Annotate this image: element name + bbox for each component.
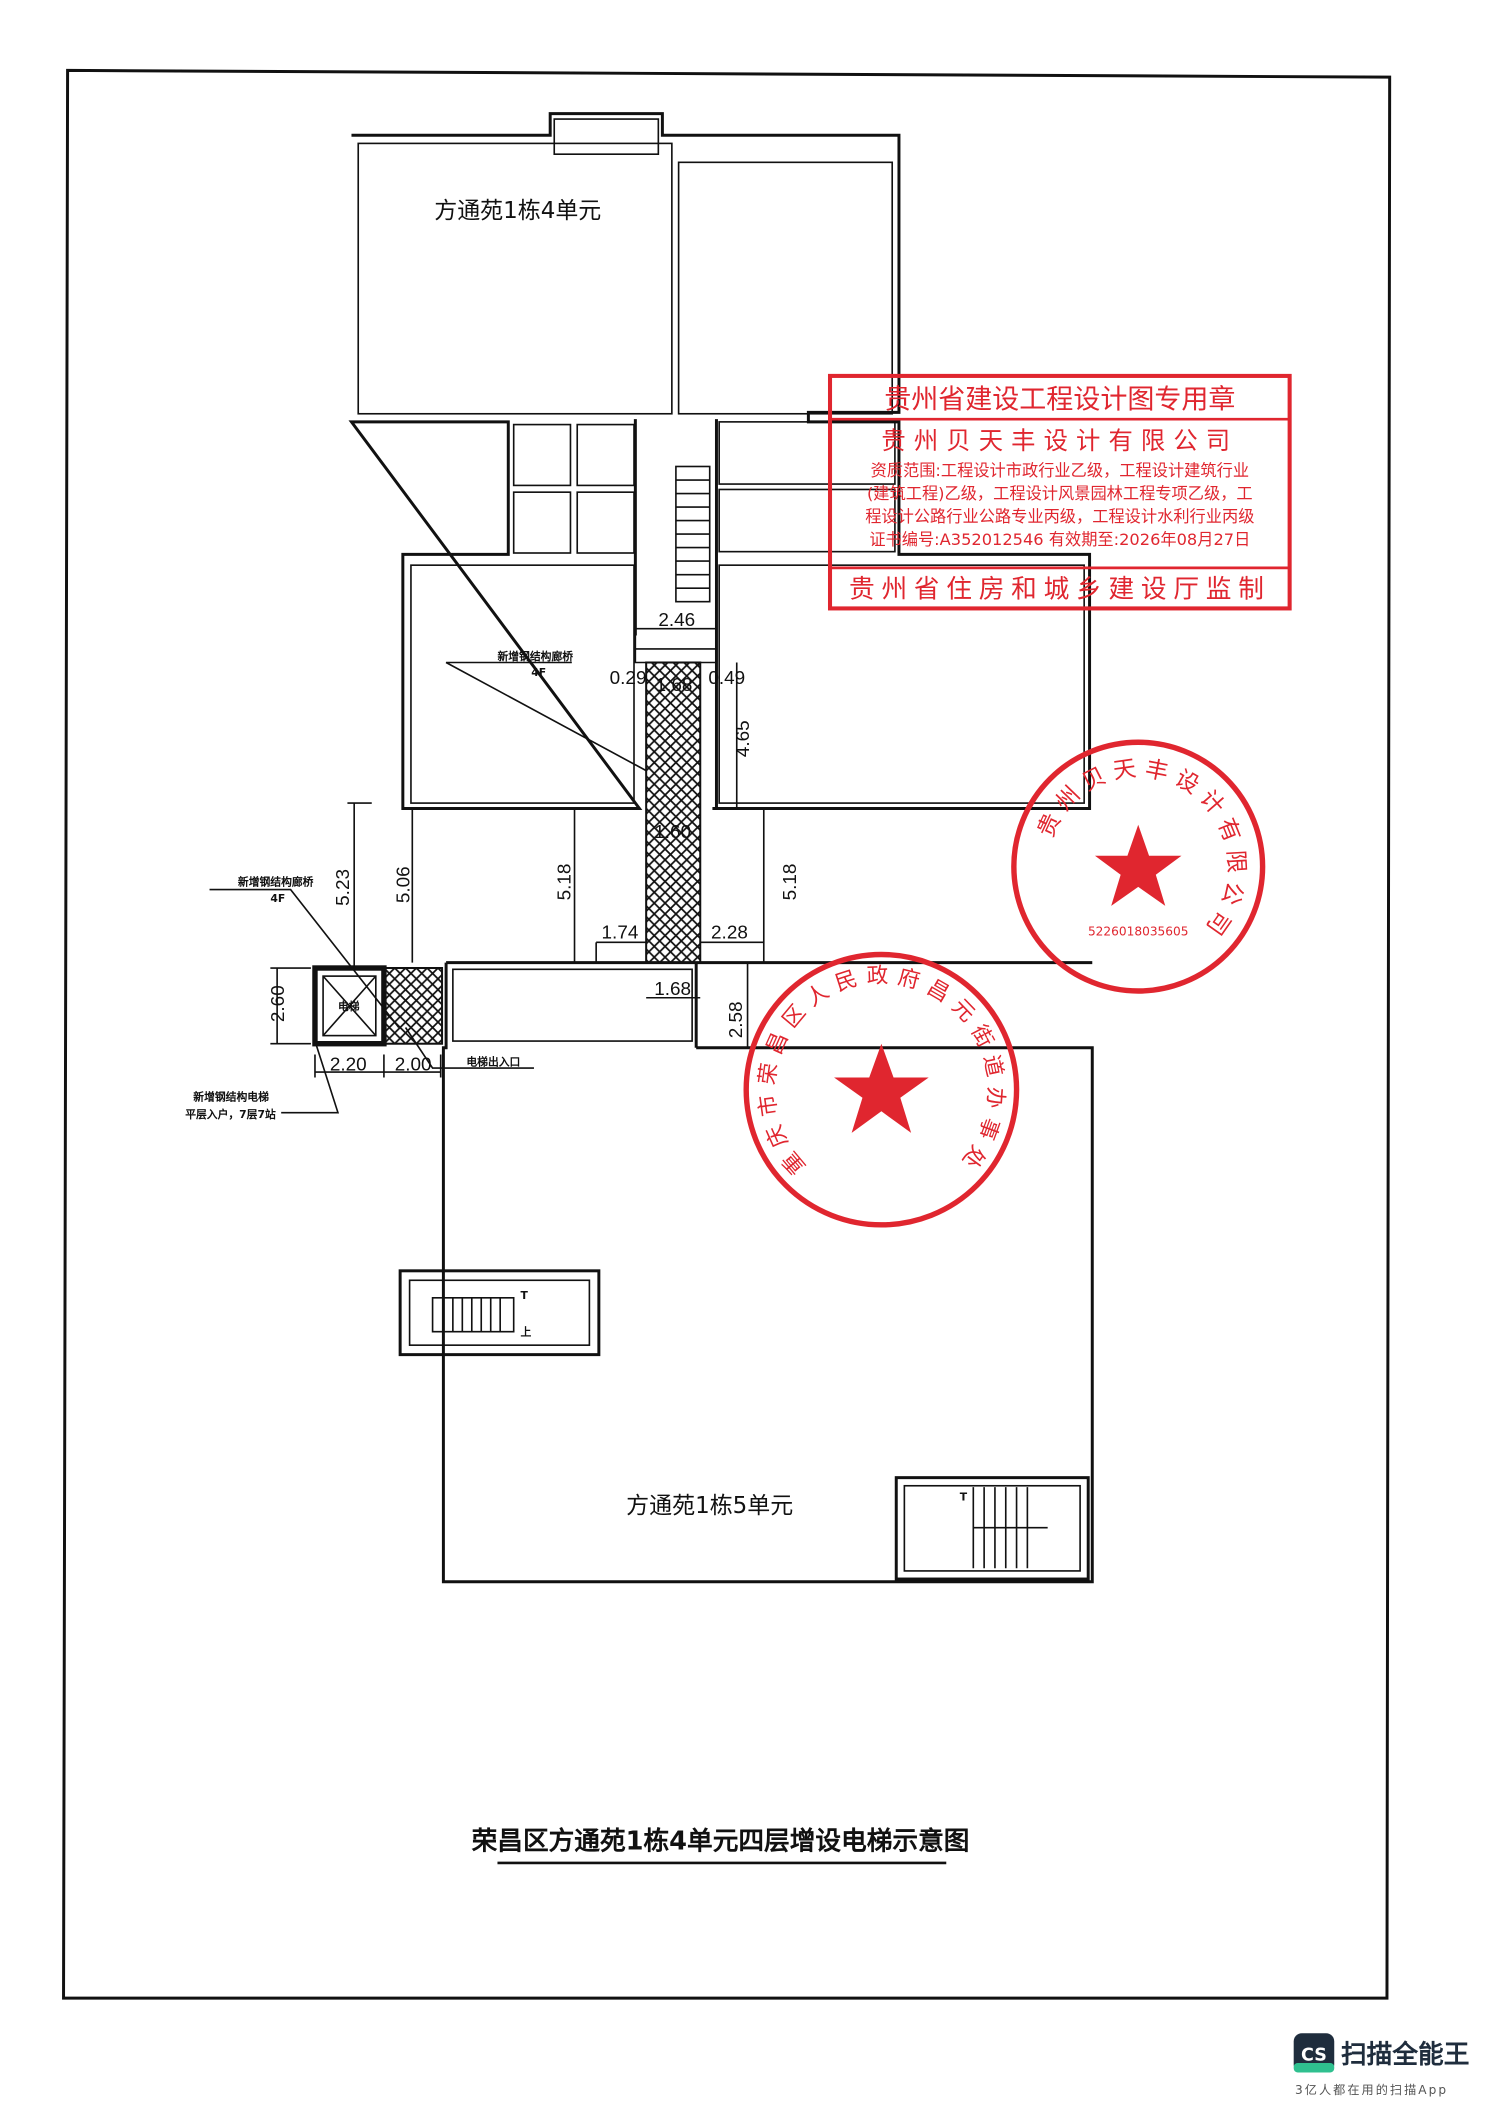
dim-0-29: 0.29 (610, 668, 647, 689)
watermark-tagline: 3亿人都在用的扫描App (1295, 2082, 1448, 2097)
building-unit-4: 方通苑1栋4单元 (348, 112, 1092, 810)
dim-1-68-top: 1.68 (656, 675, 693, 696)
note-bridge-top: 新增钢结构廊桥 (497, 649, 573, 663)
dim-0-49: 0.49 (708, 668, 745, 689)
dim-2-20: 2.20 (330, 1055, 367, 1076)
seal-character: 事 (973, 1114, 1004, 1143)
seal-character: 重 (778, 1146, 811, 1179)
seal-character: 道 (978, 1053, 1007, 1079)
seal-character: 民 (832, 966, 860, 996)
seal-character: 设 (1170, 765, 1203, 799)
dim-1-68-bottom: 1.68 (654, 979, 691, 1000)
stamp-line-1: 资质范围:工程设计市政行业乙级，工程设计建筑行业 (871, 461, 1250, 480)
note-elevator-stops: 平层入户，7层7站 (185, 1107, 276, 1121)
seal-character: 昌 (923, 975, 954, 1007)
seal-character: 庆 (762, 1121, 794, 1151)
stamp-title: 贵州省建设工程设计图专用章 (884, 384, 1235, 415)
seal-character: 丰 (1143, 756, 1171, 786)
dimension-labels: 2.46 0.29 1.68 0.49 4.65 5.23 5.06 5.18 … (268, 610, 801, 1076)
dim-5-06: 5.06 (394, 866, 415, 903)
note-elevator: 新增钢结构电梯 (193, 1089, 269, 1103)
seal-character: 府 (895, 965, 922, 994)
dim-1-60: 1.60 (654, 822, 691, 843)
seal-character: 办 (981, 1086, 1007, 1109)
seal-character: 昌 (762, 1028, 794, 1058)
bridge-left (382, 966, 444, 1045)
stamp-company: 贵州贝天丰设计有限公司 (881, 426, 1238, 455)
company-seal: 贵州贝天丰设计有限公司 5226018035605 (1011, 739, 1266, 994)
stair-right: T (894, 1476, 1090, 1581)
seal-character: 贝 (1078, 763, 1110, 797)
stair-label-up: 上 (520, 1325, 531, 1339)
dim-2-28: 2.28 (711, 922, 748, 943)
seal-character: 荣 (755, 1061, 783, 1086)
seal-character: 市 (755, 1093, 783, 1118)
lift-box-label: 电梯 (338, 999, 360, 1013)
note-bridge-left: 新增钢结构廊桥 (238, 875, 314, 889)
note-elevator-entrance: 电梯出入口 (466, 1054, 520, 1068)
bridge-corridor (645, 661, 702, 964)
stamp-footer: 贵州省住房和城乡建设厅监制 (849, 575, 1271, 605)
dimension-lines (209, 627, 765, 1114)
seal-character: 天 (1112, 756, 1138, 785)
cs-logo-icon (1293, 2033, 1335, 2073)
dim-1-74: 1.74 (602, 922, 639, 943)
dim-5-18-left: 5.18 (554, 864, 575, 901)
stair-top (675, 465, 711, 603)
seal-character: 计 (1194, 786, 1229, 820)
design-stamp: 贵州省建设工程设计图专用章 贵州贝天丰设计有限公司 资质范围:工程设计市政行业乙… (827, 373, 1292, 611)
sheet-border (62, 68, 1392, 2000)
seal-character: 限 (1222, 849, 1249, 873)
building-top-label: 方通苑1栋4单元 (434, 198, 601, 224)
seal-character: 州 (1051, 782, 1086, 817)
dim-4-65: 4.65 (733, 720, 754, 757)
seal-character: 司 (1201, 906, 1235, 940)
seal-character: 有 (1212, 815, 1245, 846)
seal-character: 区 (778, 1000, 811, 1033)
stair-label-t: T (520, 1289, 528, 1302)
stamp-line-3: 程设计公路行业公路专业丙级，工程设计水利行业丙级 (865, 507, 1254, 526)
dim-2-00: 2.00 (395, 1055, 432, 1076)
government-seal: 重庆市荣昌区人民政府昌元街道办事处 (743, 951, 1020, 1228)
building-bottom-label: 方通苑1栋5单元 (626, 1493, 793, 1519)
watermark-name: 扫描全能王 (1341, 2039, 1469, 2070)
dim-2-46: 2.46 (658, 610, 695, 631)
stamp-line-2: (建筑工程)乙级，工程设计风景园林工程专项乙级，工 (867, 484, 1253, 503)
building-unit-5: T 上 T 方通苑1栋5单元 (398, 961, 1094, 1584)
seal-character: 政 (866, 963, 888, 989)
star-icon (834, 1043, 929, 1133)
scanner-watermark: CS 扫描全能王 3亿人都在用的扫描App (1293, 2033, 1469, 2097)
dim-2-58: 2.58 (726, 1001, 747, 1038)
new-elevator: 电梯 (312, 965, 387, 1047)
cs-logo-text: CS (1301, 2045, 1327, 2065)
seal-character: 人 (802, 979, 834, 1012)
seal-character: 贵 (1033, 810, 1066, 842)
seal-character: 元 (947, 994, 980, 1027)
dim-5-23: 5.23 (333, 869, 354, 906)
stair-left: T 上 (398, 1269, 601, 1357)
dim-2-60: 2.60 (268, 985, 289, 1022)
company-seal-number: 5226018035605 (1088, 925, 1189, 939)
note-bridge-top-floor: 4F (531, 666, 546, 679)
seal-character: 公 (1216, 879, 1247, 908)
stair-right-t: T (960, 1491, 968, 1504)
note-bridge-left-floor: 4F (270, 892, 285, 905)
drawing-title: 荣昌区方通苑1栋4单元四层增设电梯示意图 (472, 1825, 970, 1856)
stamp-line-4: 证书编号:A352012546 有效期至:2026年08月27日 (869, 530, 1250, 549)
annotations: 新增钢结构廊桥 4F 新增钢结构廊桥 4F 新增钢结构电梯 平层入户，7层7站 … (185, 649, 573, 1121)
star-icon (1094, 824, 1182, 906)
dim-5-18-right: 5.18 (780, 864, 801, 901)
seal-character: 处 (957, 1140, 990, 1172)
